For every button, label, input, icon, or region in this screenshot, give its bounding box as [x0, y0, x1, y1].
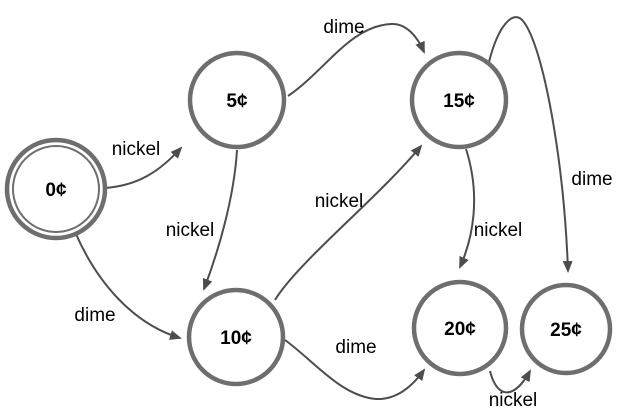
edge-0c-5c-nickel	[103, 146, 183, 189]
state-20c-circle	[411, 279, 509, 377]
edge-5c-10c-nickel	[202, 149, 238, 291]
state-25c: 25¢	[519, 282, 613, 376]
state-25c-label: 25¢	[550, 320, 582, 341]
label-10c-15c-nickel: nickel	[315, 191, 364, 212]
state-10c-label: 10¢	[220, 328, 252, 349]
label-0c-5c-nickel: nickel	[112, 139, 161, 160]
edge-20c-25c-nickel	[489, 369, 531, 394]
edge-5c-15c-dime	[287, 22, 425, 97]
state-5c-circle	[187, 50, 287, 150]
state-15c: 15¢	[409, 50, 509, 150]
state-20c-label: 20¢	[444, 319, 476, 340]
state-0c-label: 0¢	[45, 180, 67, 201]
state-15c-label: 15¢	[443, 91, 475, 112]
label-15c-20c-nickel: nickel	[474, 220, 523, 241]
state-25c-circle	[519, 282, 613, 376]
edge-0c-10c-dime	[75, 233, 182, 340]
edge-15c-25c-dime	[488, 16, 573, 273]
state-5c-label: 5¢	[226, 91, 248, 112]
edge-10c-15c-nickel	[274, 144, 423, 301]
state-10c-circle	[186, 287, 286, 387]
edge-15c-20c-nickel	[459, 148, 476, 269]
label-0c-10c-dime: dime	[74, 305, 115, 326]
state-0c-inner-circle	[12, 145, 100, 233]
label-20c-25c-nickel: nickel	[489, 390, 538, 411]
label-5c-15c-dime: dime	[323, 17, 364, 38]
label-5c-10c-nickel: nickel	[166, 220, 215, 241]
state-10c: 10¢	[186, 287, 286, 387]
label-10c-20c-dime: dime	[335, 337, 376, 358]
state-5c: 5¢	[187, 50, 287, 150]
edge-10c-20c-dime	[284, 339, 426, 401]
state-15c-circle	[409, 50, 509, 150]
state-0c: 0¢	[4, 137, 108, 241]
label-15c-25c-dime: dime	[571, 169, 612, 190]
state-0c-outer-circle	[4, 137, 108, 241]
state-20c: 20¢	[411, 279, 509, 377]
